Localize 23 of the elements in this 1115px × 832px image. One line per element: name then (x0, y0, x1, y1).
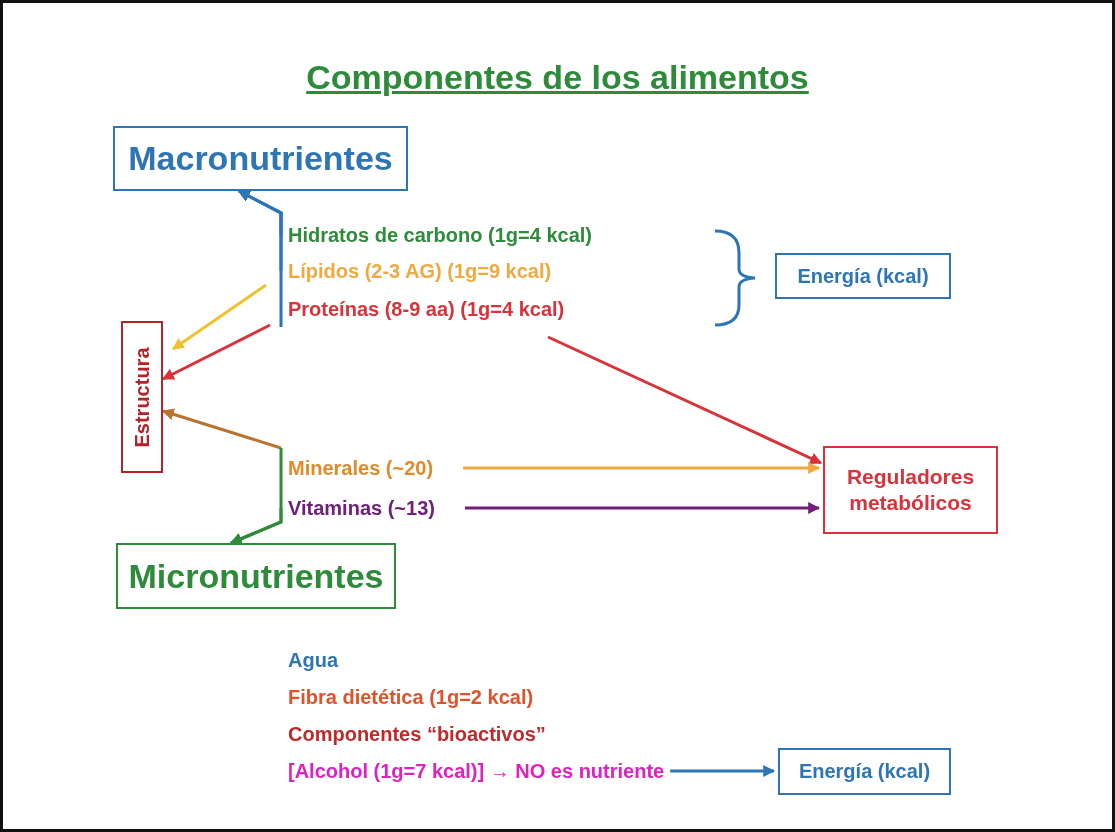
arrow (237, 189, 283, 327)
arrow (547, 335, 823, 465)
arrow (670, 765, 776, 777)
nutrient-text: Lípidos (2-3 AG) (1g=9 kcal) (288, 257, 552, 285)
arrow (464, 502, 821, 514)
note-text: Fibra dietética (1g=2 kcal) (288, 685, 534, 710)
title: Componentes de los alimentos (305, 58, 810, 97)
concept-box: Macronutrientes (113, 126, 408, 191)
nutrient-text: Vitaminas (~13) (288, 494, 435, 522)
concept-box: Energía (kcal) (778, 748, 951, 795)
arrow (463, 462, 821, 474)
note-text: Componentes “bioactivos” (288, 722, 546, 747)
concept-box: Reguladores metabólicos (823, 446, 998, 534)
arrow (172, 283, 267, 351)
nutrient-text: [Alcohol (1g=7 kcal)] → NO es nutriente (288, 757, 665, 785)
note-text: Agua (288, 648, 338, 673)
concept-box: Estructura (121, 321, 163, 473)
concept-box: Micronutrientes (116, 543, 396, 609)
concept-box: Energía (kcal) (775, 253, 951, 299)
arrow (229, 508, 283, 545)
nutrient-text: Hidratos de carbono (1g=4 kcal) (288, 221, 592, 249)
nutrient-text: Minerales (~20) (288, 454, 434, 482)
nutrient-text: Proteínas (8-9 aa) (1g=4 kcal) (288, 295, 565, 323)
